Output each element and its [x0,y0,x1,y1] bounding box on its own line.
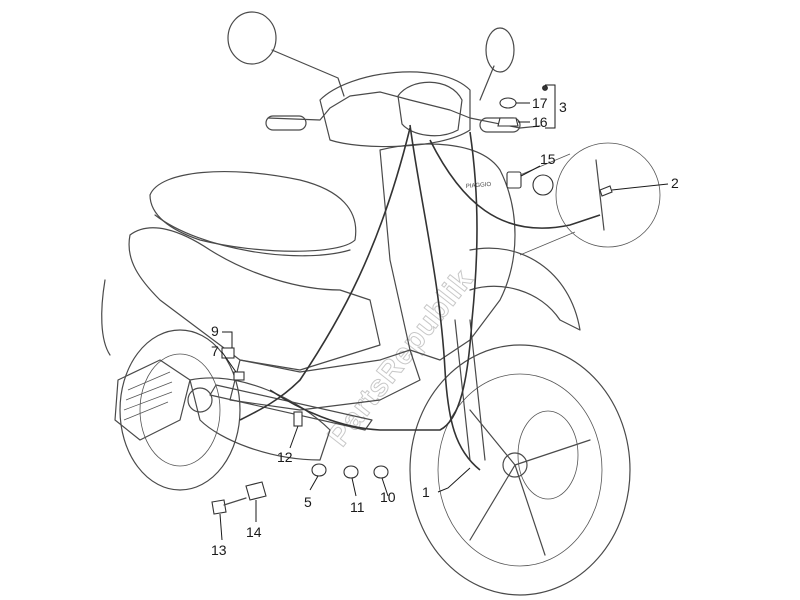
front-wheel [409,344,631,596]
front-rim [437,373,603,567]
detail-inset-link-1 [519,153,571,176]
throttle-cable [269,131,478,431]
leader-lines [219,84,669,541]
callout-15: 15 [540,151,556,167]
callout-7: 7 [211,343,219,359]
exhaust-grille [123,371,173,421]
callout-9: 9 [211,323,219,339]
front-spokes [469,409,591,556]
left-mirror-stem [271,49,345,97]
leader-12 [289,425,299,449]
rear-hub [187,387,213,413]
leader-3-bracket [545,84,556,129]
part-15-gear [532,174,554,196]
leader-13 [219,513,223,541]
leader-7 [221,351,237,373]
front-hub [502,452,528,478]
part-13-bolt [211,499,227,515]
part-12-clip [293,411,303,427]
leader-9 [222,331,233,348]
handlebar [267,91,541,129]
leader-2 [611,183,669,191]
leader-11 [351,477,357,497]
part-5-ring [311,463,327,477]
part-3-dot [542,85,548,91]
leader-5 [309,475,319,491]
callout-12: 12 [277,449,293,465]
engine-case [189,377,331,461]
speedometer-cable [429,139,601,229]
part-2-tie [599,185,613,197]
seat-base [154,214,351,257]
right-mirror [485,27,515,73]
callout-3: 3 [559,99,567,115]
part-11-ring [343,465,359,479]
callout-17: 16 [532,114,548,130]
headset [319,71,471,148]
callout-labels: 17 3 16 15 2 9 7 12 5 11 10 1 14 13 [211,95,679,558]
windshield [397,81,463,137]
floorboard [229,349,421,411]
rear-wheel [119,329,241,491]
leader-15 [520,165,541,177]
callout-16: 17 [532,95,548,111]
part-14-bracket [245,481,267,501]
part-7-clip [233,371,245,381]
callout-1: 1 [422,484,430,500]
left-grip [265,115,307,131]
part-10-ring [373,465,389,479]
left-mirror [227,11,277,65]
scooter-outline: PIAGGIO [101,11,631,596]
seat [149,170,357,252]
rear-rim [139,353,221,467]
leader-10 [381,477,389,497]
part-16-ring [499,97,517,109]
cables [239,124,601,471]
detail-inset [555,142,661,248]
detail-inset-link-2 [519,231,576,256]
part-13-bolt-shaft [223,497,247,506]
part-9-bracket [221,347,235,359]
rear-body [128,227,381,371]
exhaust [114,359,191,441]
front-fender [469,247,581,331]
right-mirror-stem [479,65,495,101]
front-shield [379,143,516,361]
rear-mudguard [101,279,111,356]
part-15-clip [506,171,522,189]
brand-badge: PIAGGIO [466,182,492,190]
brake-cable-front [409,124,481,471]
brake-cable-rear [239,127,411,421]
callout-14: 14 [246,524,262,540]
side-trim [209,384,373,431]
part-17-nut [497,117,519,127]
callout-5: 5 [304,494,312,510]
callout-13: 13 [211,542,227,558]
callout-11: 11 [350,499,365,515]
callout-2: 2 [671,175,679,191]
leader-1 [437,467,471,493]
parts [211,85,661,515]
detail-inset-cable [595,159,605,231]
callout-10: 10 [380,489,396,505]
brake-disc [517,410,579,500]
